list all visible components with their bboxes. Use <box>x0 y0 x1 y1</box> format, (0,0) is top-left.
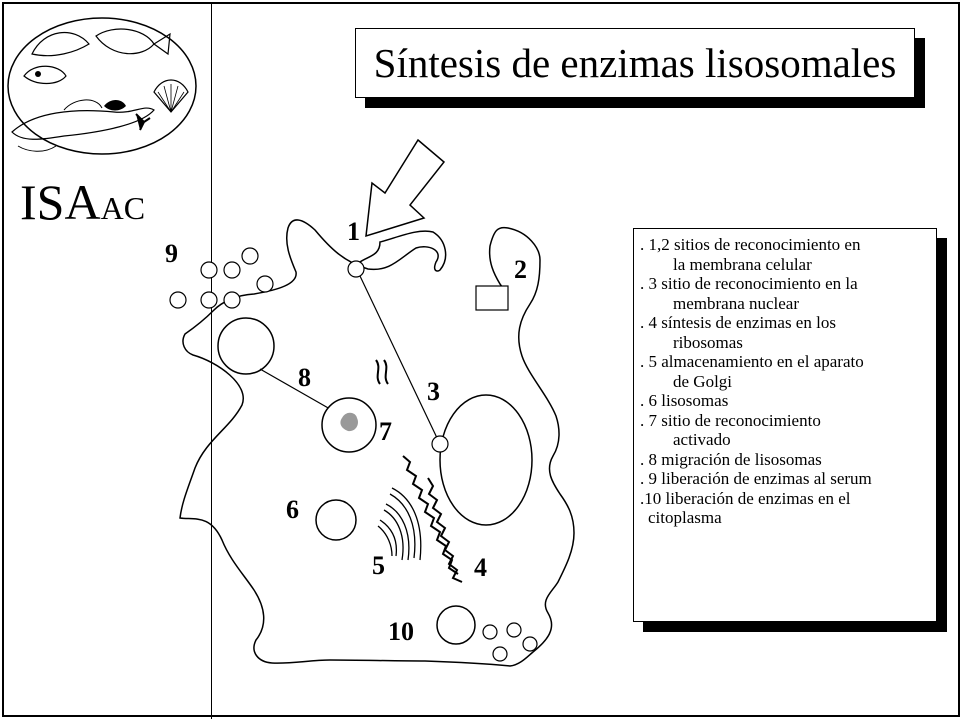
activated-site-mark <box>340 412 358 432</box>
cytoplasm-vesicle <box>492 646 508 662</box>
released-vesicle <box>200 291 218 309</box>
released-vesicle <box>200 261 218 279</box>
marker-8: 8 <box>298 363 311 392</box>
marker-3: 3 <box>427 377 440 406</box>
released-vesicle <box>223 291 241 309</box>
ribosome-chain-1 <box>402 455 459 575</box>
legend-line-cont: activado <box>673 430 731 449</box>
migration-path-line <box>259 368 331 410</box>
ribosome-squiggle <box>375 359 389 385</box>
marker-1: 1 <box>347 217 360 246</box>
legend-line-cont: citoplasma <box>648 508 722 527</box>
legend-item: . 9 liberación de enzimas al serum <box>640 469 930 489</box>
lysosome-6 <box>315 499 357 541</box>
page-title: Síntesis de enzimas lisosomales <box>355 28 915 98</box>
signal-path-line <box>359 275 439 441</box>
title-box: Síntesis de enzimas lisosomales <box>355 28 925 108</box>
marker-5: 5 <box>372 551 385 580</box>
recognition-site-3 <box>431 435 449 453</box>
cytoplasm-vesicle <box>482 624 498 640</box>
golgi-stack-6 <box>389 493 416 559</box>
legend-line-cont: ribosomas <box>673 332 743 352</box>
sidebar-divider <box>211 2 212 719</box>
cytoplasm-vesicle-large <box>436 605 476 645</box>
legend-line: . 7 sitio de reconocimiento <box>640 410 821 430</box>
brand-text: ISAAC <box>20 172 145 238</box>
marker-4: 4 <box>474 553 487 582</box>
legend-line: . 6 lisosomas <box>640 391 729 410</box>
isaac-logo <box>7 17 197 155</box>
released-vesicle <box>256 275 274 293</box>
cytoplasm-vesicle <box>522 636 538 652</box>
golgi-stack-5 <box>391 487 422 561</box>
legend-line: . 8 migración de lisosomas <box>640 449 822 469</box>
golgi-stack-3 <box>385 503 410 561</box>
legend-line: . 3 sitio de reconocimiento en la <box>640 274 858 293</box>
marker-2: 2 <box>514 255 527 284</box>
marker-10: 10 <box>388 617 414 646</box>
legend-line: . 1,2 sitios de reconocimiento en <box>640 235 861 254</box>
released-vesicle <box>241 247 259 265</box>
legend-line: . 5 almacenamiento en el aparato <box>640 352 864 371</box>
recognition-site-2 <box>475 285 509 311</box>
ribosome-chain-2 <box>427 477 463 583</box>
released-vesicle <box>169 291 187 309</box>
legend-line-cont: de Golgi <box>673 371 733 391</box>
golgi-stack-4 <box>383 509 404 561</box>
migrating-lysosome-8 <box>217 317 275 375</box>
legend-line-cont: la membrana celular <box>673 254 812 274</box>
legend-line: .10 liberación de enzimas en el <box>640 488 851 508</box>
brand-main: ISA <box>20 174 101 230</box>
legend-line: . 9 liberación de enzimas al serum <box>640 469 872 488</box>
golgi-stack-2 <box>377 525 393 557</box>
marker-6: 6 <box>286 495 299 524</box>
brand-sub: AC <box>100 190 146 226</box>
golgi-stack-1 <box>379 519 398 557</box>
marker-9: 9 <box>165 239 178 268</box>
legend-line: . 4 síntesis de enzimas en los <box>640 313 836 332</box>
entry-arrow <box>365 138 446 238</box>
cell-nucleus <box>439 394 533 526</box>
recognition-site-1 <box>347 260 365 278</box>
marker-7: 7 <box>379 417 392 446</box>
legend-line-cont: membrana nuclear <box>673 293 800 313</box>
cytoplasm-vesicle <box>506 622 522 638</box>
legend-item: . 8 migración de lisosomas <box>640 450 930 470</box>
released-vesicle <box>223 261 241 279</box>
legend-item: . 6 lisosomas <box>640 391 930 411</box>
